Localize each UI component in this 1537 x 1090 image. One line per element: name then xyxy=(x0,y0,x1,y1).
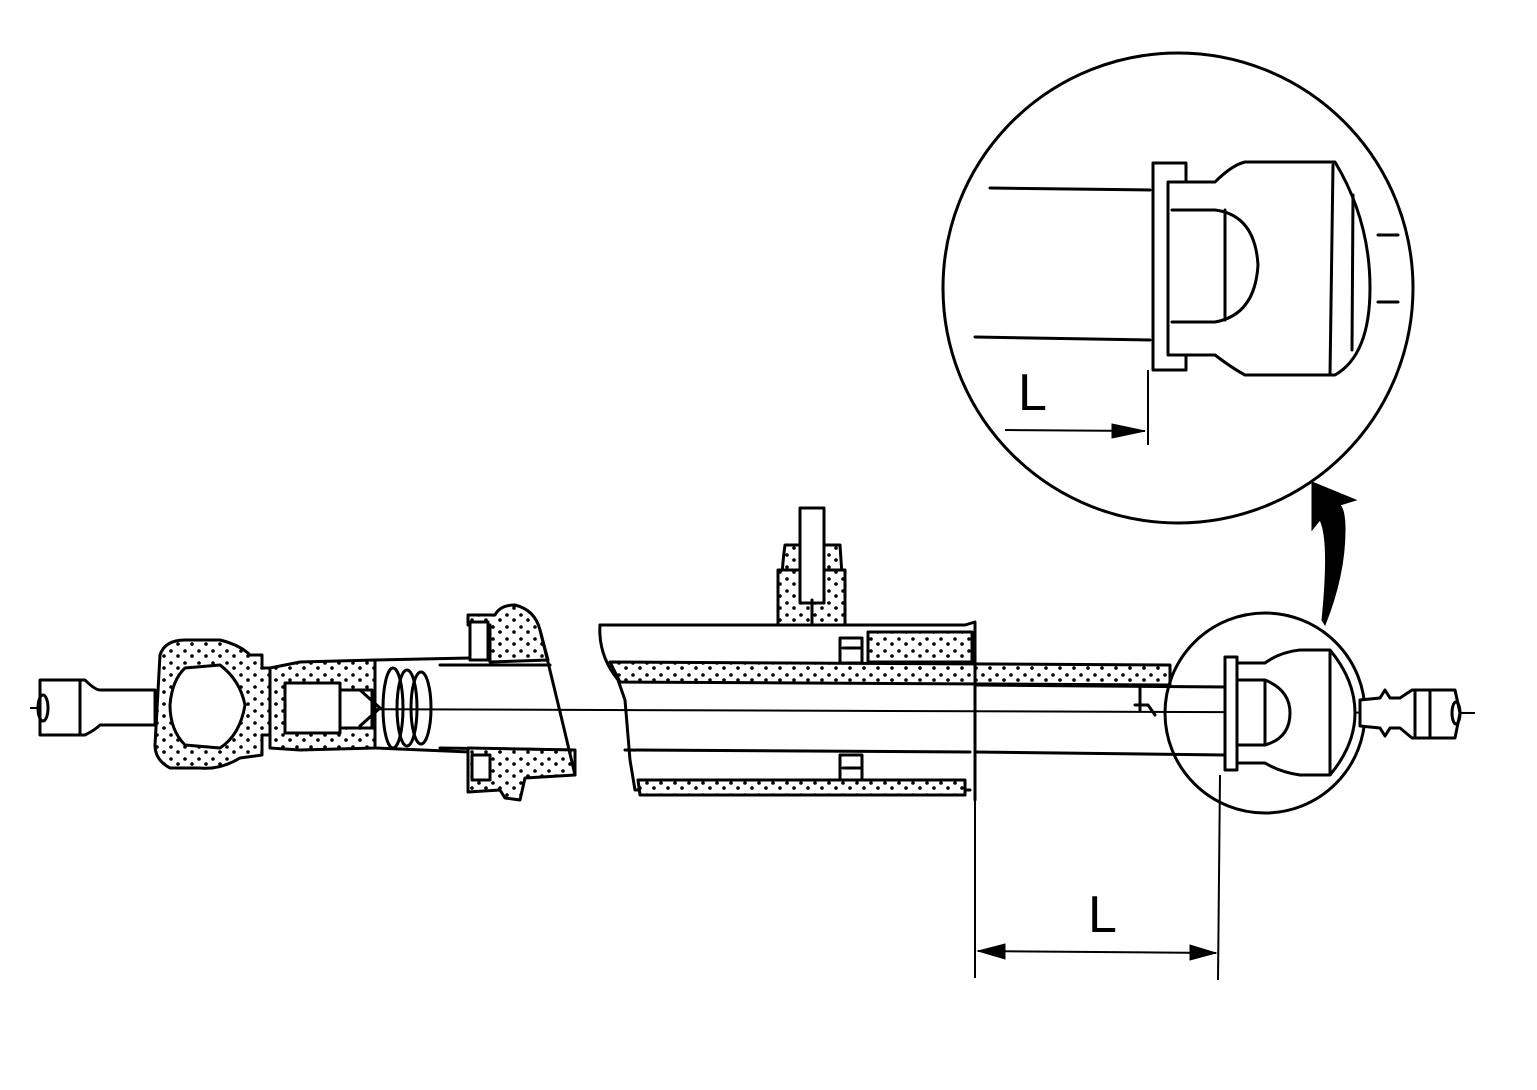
right-ball-joint-end xyxy=(1163,611,1462,815)
left-mount-flange xyxy=(466,603,577,802)
main-dimension-label: L xyxy=(1088,886,1117,944)
detail-dimension-label: L xyxy=(1018,364,1047,422)
left-ball-joint-end xyxy=(36,638,572,770)
callout-arrow xyxy=(1311,481,1358,627)
main-dimension: L xyxy=(974,774,1221,981)
main-cylinder-body xyxy=(598,620,1172,802)
inner-piston-rod xyxy=(973,683,1232,757)
detail-callout-circle: L xyxy=(941,51,1415,525)
top-fitting xyxy=(776,506,847,627)
